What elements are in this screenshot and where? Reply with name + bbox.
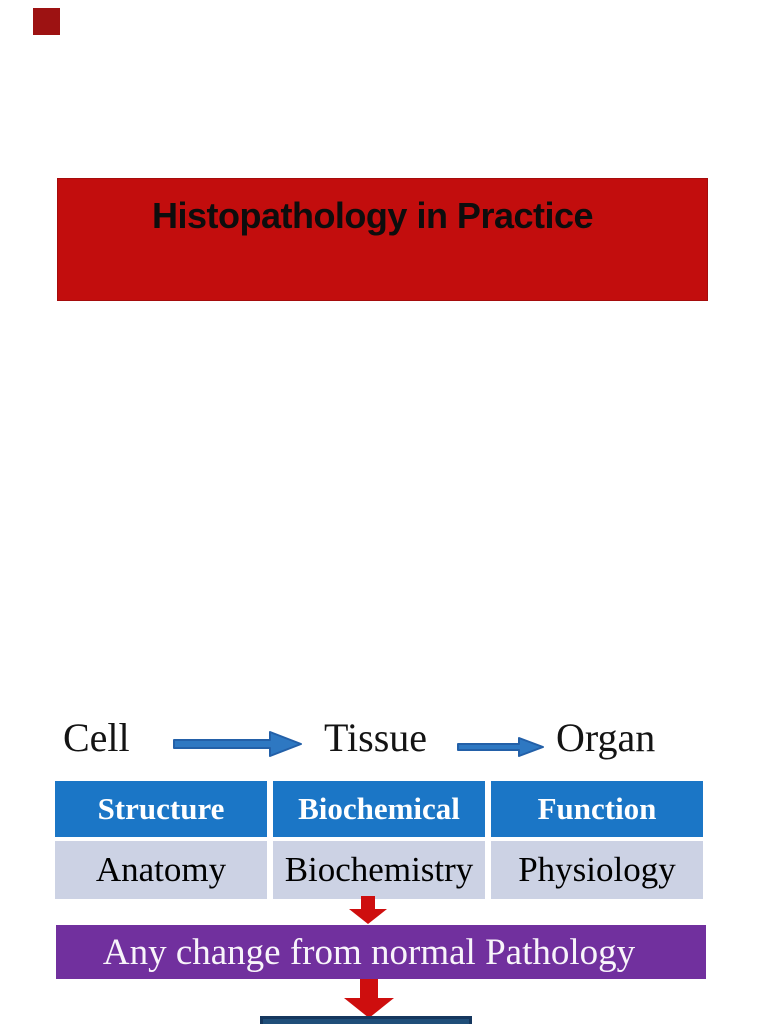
table-header-cell: Function (491, 781, 703, 837)
down-arrow-icon (349, 896, 387, 924)
table-body-cell: Physiology (491, 841, 703, 899)
bottom-navy-box (260, 1016, 472, 1024)
down-arrow-icon (344, 979, 394, 1018)
right-arrow-icon (173, 731, 302, 757)
corner-accent-square (33, 8, 60, 35)
pathology-banner-label: Any change from normal Pathology (102, 931, 636, 973)
flow-item-tissue: Tissue (324, 715, 428, 760)
table-body-cell: Anatomy (55, 841, 267, 899)
table-body-cell: Biochemistry (273, 841, 485, 899)
table-header-cell: Structure (55, 781, 267, 837)
right-arrow-icon (457, 737, 544, 757)
title-banner: Histopathology in Practice (57, 178, 708, 301)
structure-function-table: Structure Biochemical Function Anatomy B… (55, 781, 703, 899)
flow-item-organ: Organ (556, 715, 656, 760)
table-header-cell: Biochemical (273, 781, 485, 837)
pathology-banner: Any change from normal Pathology (56, 925, 706, 979)
slide-title: Histopathology in Practice (151, 195, 594, 236)
flow-item-cell: Cell (63, 715, 130, 760)
